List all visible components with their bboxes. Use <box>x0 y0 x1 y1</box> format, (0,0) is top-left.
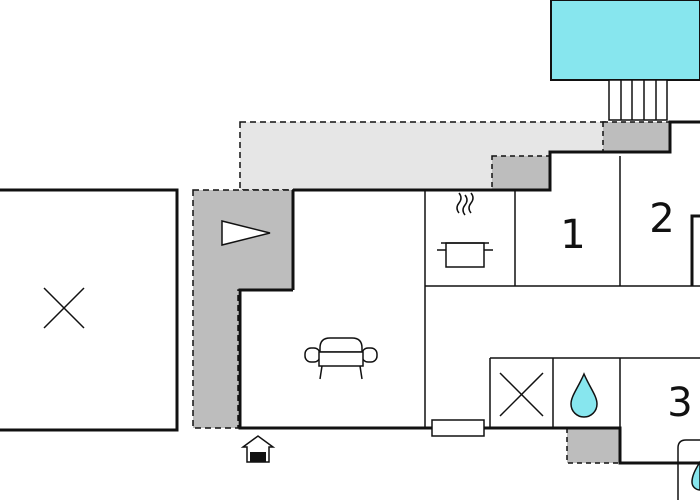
terrace <box>239 121 611 191</box>
bathroom-2-wall <box>677 439 700 500</box>
annex-cross-icon <box>43 287 85 329</box>
house-outer-wall <box>293 120 700 192</box>
covered-terrace-top <box>491 155 551 191</box>
bedroom-2-partition <box>690 214 700 286</box>
room-number-3: 3 <box>667 380 692 426</box>
room-number-2: 2 <box>649 196 674 242</box>
pool <box>550 0 700 81</box>
house-left-wall-lower <box>238 288 490 430</box>
sofa-icon <box>304 337 378 380</box>
house-bottom-wall-right <box>490 426 700 465</box>
utility-cross-icon <box>499 372 544 417</box>
pool-steps <box>608 79 668 121</box>
entrance-house-icon <box>240 435 276 463</box>
bottom-window <box>431 419 485 437</box>
triangle-pointer-icon <box>221 220 271 246</box>
cooking-pot-icon <box>437 192 493 268</box>
covered-terrace-top-right <box>602 121 671 153</box>
covered-terrace-bottom <box>566 427 621 464</box>
water-drop-icon-2 <box>691 460 700 491</box>
room-number-1: 1 <box>560 212 585 258</box>
annex-building <box>0 188 179 432</box>
interior-walls <box>424 156 700 428</box>
water-drop-icon <box>570 372 598 418</box>
